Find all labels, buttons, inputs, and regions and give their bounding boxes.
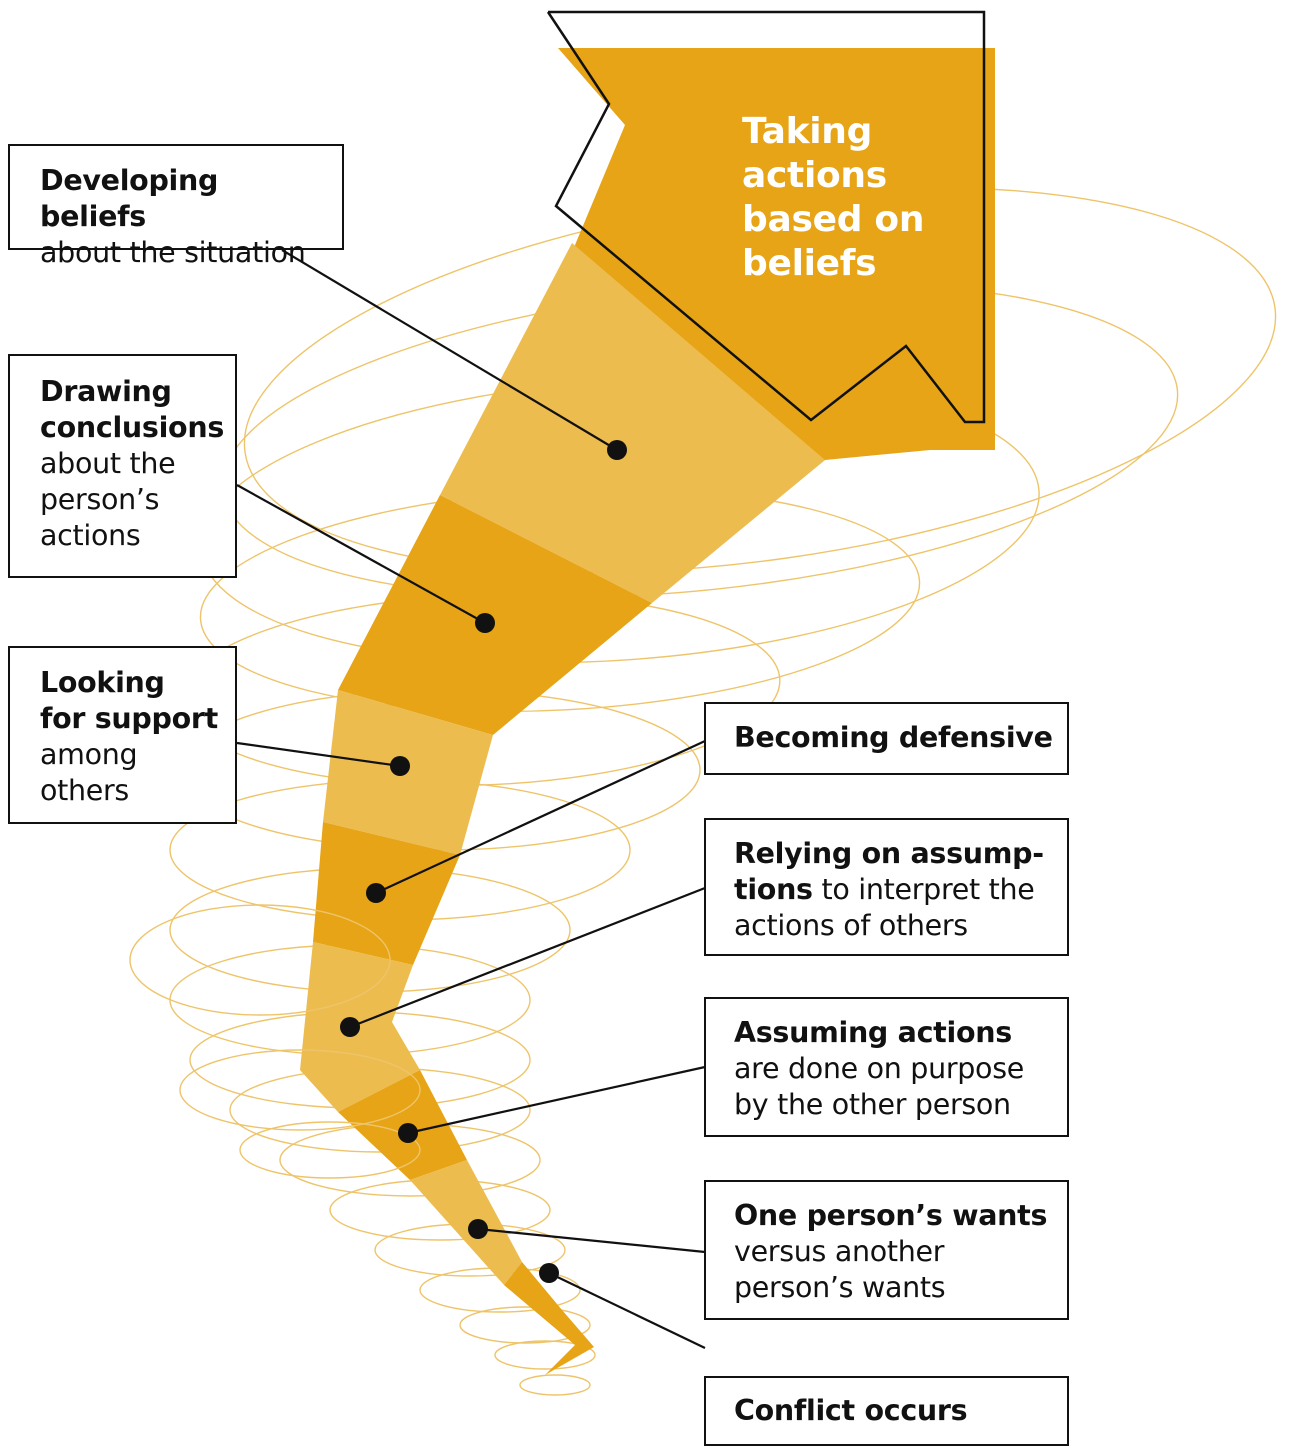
leader-lines [236, 249, 706, 1349]
funnel-segment-7 [410, 1160, 522, 1285]
leader-line-looking [236, 741, 401, 768]
label-relying-bold-1: Relying on assump- [734, 837, 1044, 870]
funnel-segment-1 [440, 243, 825, 603]
dot-relying [340, 1017, 360, 1037]
label-assuming-rest-2: by the other person [734, 1088, 1011, 1121]
dot-assuming [398, 1123, 418, 1143]
funnel-segment-3 [323, 690, 493, 855]
leader-line-relying [349, 886, 706, 1029]
swirl-ring [519, 1374, 591, 1396]
label-wants-bold: One person’s wants [734, 1199, 1048, 1232]
swirl-ring [459, 1306, 591, 1344]
dot-developing [607, 440, 627, 460]
arrow-label-line-2: actions [742, 155, 887, 196]
label-relying-bold-2: tions [734, 873, 813, 906]
tornado-funnel [300, 48, 995, 1375]
arrow-label-line-4: beliefs [742, 243, 877, 284]
label-drawing-rest-3: actions [40, 519, 141, 552]
label-looking-bold-2: for support [40, 702, 218, 735]
swirl-ring [129, 904, 391, 1016]
leader-line-assuming [407, 1065, 706, 1135]
label-assuming-actions: Assuming actions are done on purpose by … [704, 997, 1069, 1137]
label-assuming-bold: Assuming actions [734, 1016, 1012, 1049]
dot-defensive [366, 883, 386, 903]
label-drawing-rest-1: about the [40, 447, 176, 480]
swirl-ring [179, 1049, 421, 1131]
marker-dots [340, 440, 627, 1283]
label-looking-rest-2: others [40, 774, 129, 807]
swirl-ring [239, 1121, 421, 1179]
leader-line-drawing [236, 484, 486, 624]
funnel-segment-2 [338, 495, 652, 735]
funnel-segment-4 [313, 822, 460, 965]
label-wants-rest-2: person’s wants [734, 1271, 946, 1304]
label-drawing-bold-2: conclusions [40, 411, 224, 444]
arrow-outline [546, 10, 986, 424]
arrow-label: Taking actions based on beliefs [742, 110, 924, 286]
dot-drawing [475, 613, 495, 633]
label-defensive-bold: Becoming defensive [734, 721, 1053, 754]
label-wants-rest-1: versus another [734, 1235, 945, 1268]
label-relying-on-assumptions: Relying on assump- tions to interpret th… [704, 818, 1069, 956]
leader-line-conflict [548, 1272, 706, 1349]
label-assuming-rest-1: are done on purpose [734, 1052, 1024, 1085]
arrow-label-line-1: Taking [742, 111, 873, 152]
label-drawing-conclusions: Drawing conclusions about the person’s a… [8, 354, 237, 578]
label-looking-for-support: Looking for support among others [8, 646, 237, 824]
label-conflict-bold: Conflict occurs [734, 1394, 968, 1427]
funnel-segment-8 [504, 1262, 594, 1375]
leader-line-defensive [375, 740, 706, 894]
label-developing-bold: Developing beliefs [40, 164, 219, 233]
dot-wants [468, 1219, 488, 1239]
arrow-label-line-3: based on [742, 199, 925, 240]
tornado-swirls-front [129, 904, 421, 1179]
leader-line-developing [281, 249, 618, 451]
label-conflict-occurs: Conflict occurs [704, 1376, 1069, 1446]
label-relying-rest-2: actions of others [734, 909, 968, 942]
label-developing-rest: about the situation [40, 236, 306, 269]
label-looking-rest-1: among [40, 738, 138, 771]
dot-conflict [539, 1263, 559, 1283]
label-looking-bold-1: Looking [40, 666, 165, 699]
label-relying-rest-1: to interpret the [812, 873, 1035, 906]
label-developing-beliefs: Developing beliefs about the situation [8, 144, 344, 269]
leader-line-wants [477, 1227, 706, 1254]
label-becoming-defensive: Becoming defensive [704, 702, 1069, 775]
label-drawing-rest-2: person’s [40, 483, 160, 516]
swirl-ring [494, 1340, 596, 1370]
label-wants: One person’s wants versus another person… [704, 1180, 1069, 1320]
label-drawing-bold-1: Drawing [40, 375, 172, 408]
dot-looking [390, 756, 410, 776]
